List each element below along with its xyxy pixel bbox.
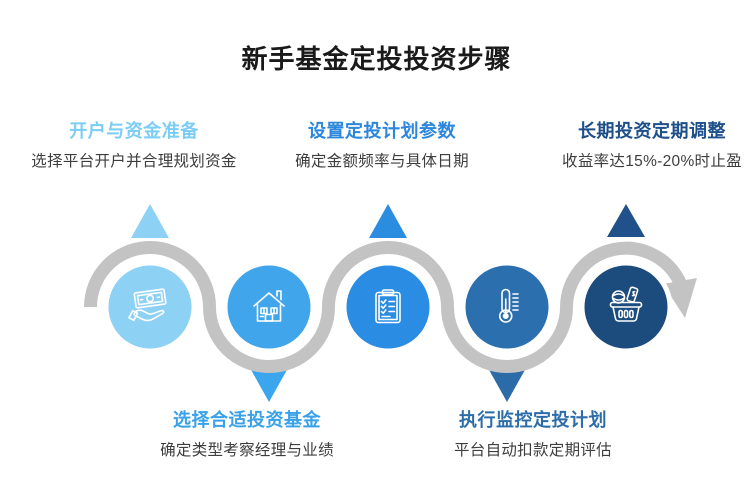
step-4-title: 执行监控定投计划: [459, 410, 607, 430]
step-1-subtitle: 选择平台开户并合理规划资金: [31, 153, 237, 170]
step-3-label: 设置定投计划参数 确定金额频率与具体日期: [272, 120, 492, 171]
step-4-circle: [460, 260, 554, 354]
page-title: 新手基金定投投资步骤: [241, 44, 512, 75]
step-1-title: 开户与资金准备: [69, 121, 199, 141]
step-4-triangle-down-icon: [488, 368, 526, 402]
house-icon: [253, 290, 285, 322]
step-3-title: 设置定投计划参数: [308, 121, 456, 141]
thermometer-icon: [498, 288, 519, 323]
shopping-basket-icon: [609, 286, 643, 322]
step-5-triangle-up-icon: [607, 204, 645, 237]
step-1-circle: [103, 260, 197, 354]
wave-arrowhead-icon: [663, 278, 697, 318]
step-2-triangle-down-icon: [250, 368, 288, 402]
step-1-label: 开户与资金准备 选择平台开户并合理规划资金: [24, 120, 244, 171]
step-2-title: 选择合适投资基金: [173, 410, 321, 430]
money-in-hand-icon: [128, 288, 167, 322]
step-5-title: 长期投资定期调整: [578, 121, 726, 141]
step-2-subtitle: 确定类型考察经理与业绩: [160, 442, 334, 459]
step-2-circle: [222, 260, 316, 354]
step-4-label: 执行监控定投计划 平台自动扣款定期评估: [423, 409, 643, 460]
step-3-subtitle: 确定金额频率与具体日期: [295, 153, 469, 170]
step-3-circle: [341, 260, 435, 354]
clipboard-checklist-icon: [375, 289, 401, 324]
step-2-label: 选择合适投资基金 确定类型考察经理与业绩: [137, 409, 357, 460]
step-3-triangle-up-icon: [369, 204, 407, 238]
step-5-label: 长期投资定期调整 收益率达15%-20%时止盈: [542, 120, 753, 171]
step-4-subtitle: 平台自动扣款定期评估: [453, 442, 612, 459]
step-5-subtitle: 收益率达15%-20%时止盈: [562, 153, 742, 170]
step-1-triangle-up-icon: [131, 204, 169, 238]
wave-ribbon: [84, 241, 688, 373]
